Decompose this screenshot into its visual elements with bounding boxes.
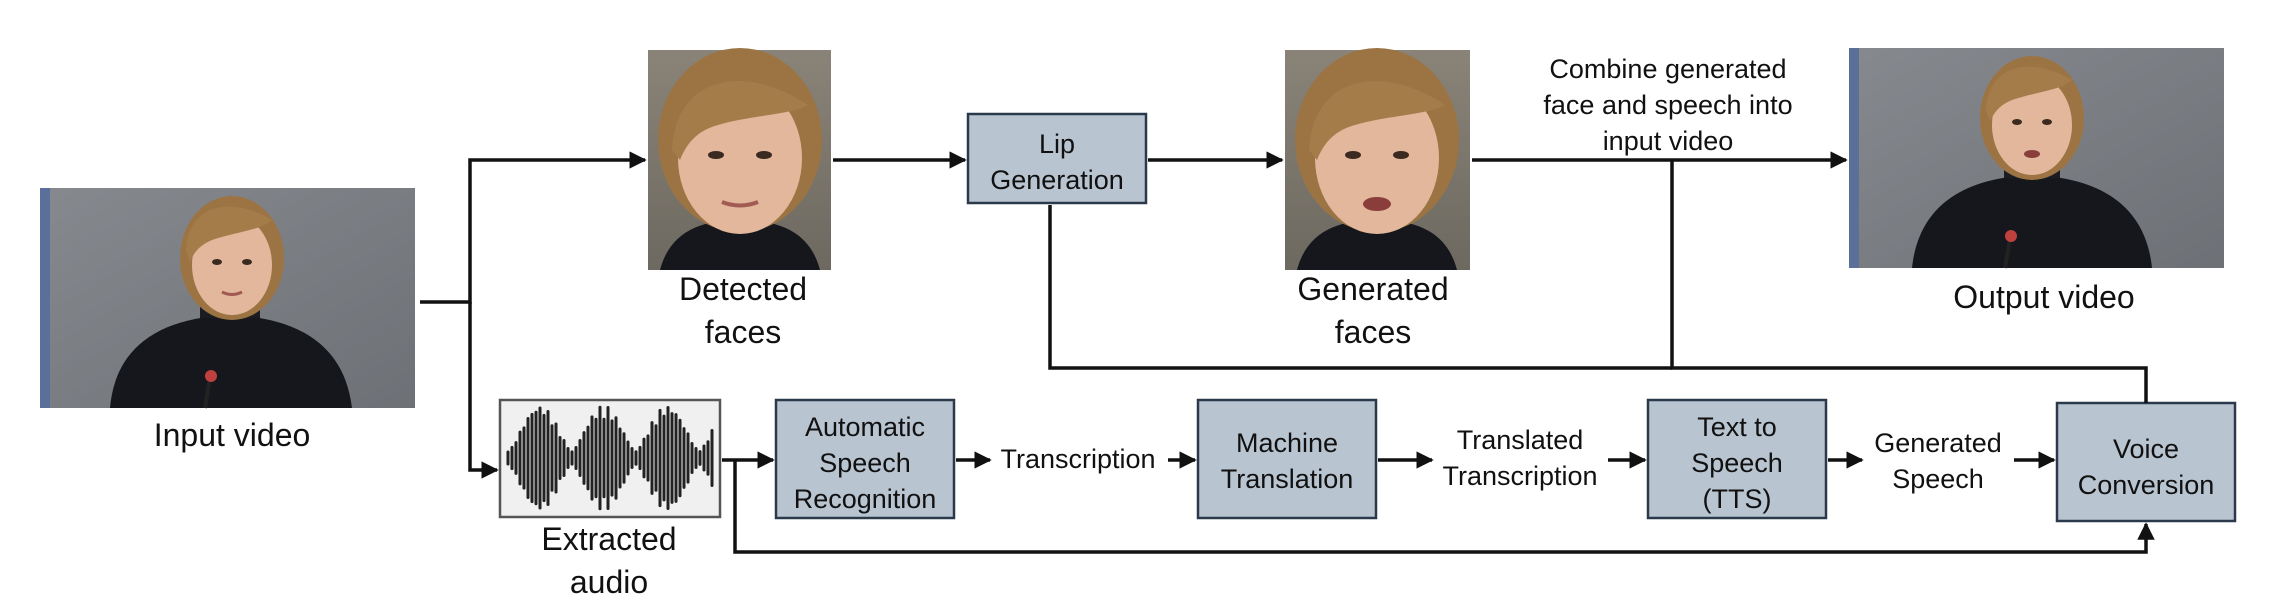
connectors (420, 151, 2155, 554)
machine-translation-box (1196, 398, 1378, 520)
voice-conversion-box (2055, 401, 2237, 523)
svg-text:Combine generated: Combine generated (1549, 54, 1786, 84)
arrow-audio-bypass-to-voice (733, 460, 2155, 554)
svg-text:(TTS): (TTS) (1703, 484, 1772, 514)
arrow-input-to-faces (420, 151, 647, 304)
tts-label: Text to Speech (TTS) (1691, 412, 1783, 514)
line-voice-to-combine (1670, 160, 2148, 403)
generated-speech-label: Generated Speech (1874, 428, 2002, 494)
svg-text:faces: faces (705, 314, 781, 350)
svg-text:Translated: Translated (1457, 425, 1584, 455)
svg-text:audio: audio (570, 564, 648, 600)
line-lipgen-to-voice (1048, 205, 1672, 370)
generated-faces-thumbnail (1285, 48, 1470, 270)
svg-text:Recognition: Recognition (794, 484, 937, 514)
svg-text:Conversion: Conversion (2078, 470, 2215, 500)
svg-text:Generated: Generated (1874, 428, 2002, 458)
asr-box (774, 398, 956, 520)
svg-text:Speech: Speech (1892, 464, 1984, 494)
lip-generation-label: Lip Generation (990, 129, 1124, 195)
svg-text:face and speech into: face and speech into (1543, 90, 1792, 120)
transcription-label: Transcription (1000, 444, 1155, 474)
svg-text:Output video: Output video (1953, 279, 2134, 315)
svg-text:Translation: Translation (1221, 464, 1354, 494)
svg-text:input video: input video (1603, 126, 1734, 156)
svg-text:Transcription: Transcription (1000, 444, 1155, 474)
svg-text:Transcription: Transcription (1442, 461, 1597, 491)
svg-text:Extracted: Extracted (541, 521, 676, 557)
svg-text:Automatic: Automatic (805, 412, 925, 442)
svg-text:Generation: Generation (990, 165, 1124, 195)
generated-faces-caption: Generated faces (1297, 271, 1448, 350)
output-video-caption: Output video (1953, 279, 2134, 315)
svg-text:Speech: Speech (819, 448, 911, 478)
translated-transcription-label: Translated Transcription (1442, 425, 1597, 491)
extracted-audio-waveform (498, 398, 722, 519)
svg-text:Voice: Voice (2113, 434, 2179, 464)
voice-conversion-label: Voice Conversion (2078, 434, 2215, 500)
svg-text:Speech: Speech (1691, 448, 1783, 478)
input-video-thumbnail (40, 188, 415, 409)
extracted-audio-caption: Extracted audio (541, 521, 676, 600)
output-video-thumbnail (1849, 48, 2224, 269)
machine-translation-label: Machine Translation (1221, 428, 1354, 494)
detected-faces-thumbnail (648, 48, 831, 270)
svg-text:Input video: Input video (154, 417, 311, 453)
lip-generation-box (966, 112, 1148, 205)
svg-text:Text to: Text to (1697, 412, 1777, 442)
svg-text:Generated: Generated (1297, 271, 1448, 307)
asr-label: Automatic Speech Recognition (794, 412, 937, 514)
input-video-caption: Input video (154, 417, 311, 453)
svg-text:Machine: Machine (1236, 428, 1338, 458)
combine-note: Combine generated face and speech into i… (1543, 54, 1792, 156)
svg-text:Lip: Lip (1039, 129, 1075, 159)
tts-box (1646, 398, 1828, 520)
svg-text:faces: faces (1335, 314, 1411, 350)
arrow-input-to-audio (468, 302, 499, 479)
svg-text:Detected: Detected (679, 271, 807, 307)
detected-faces-caption: Detected faces (679, 271, 807, 350)
